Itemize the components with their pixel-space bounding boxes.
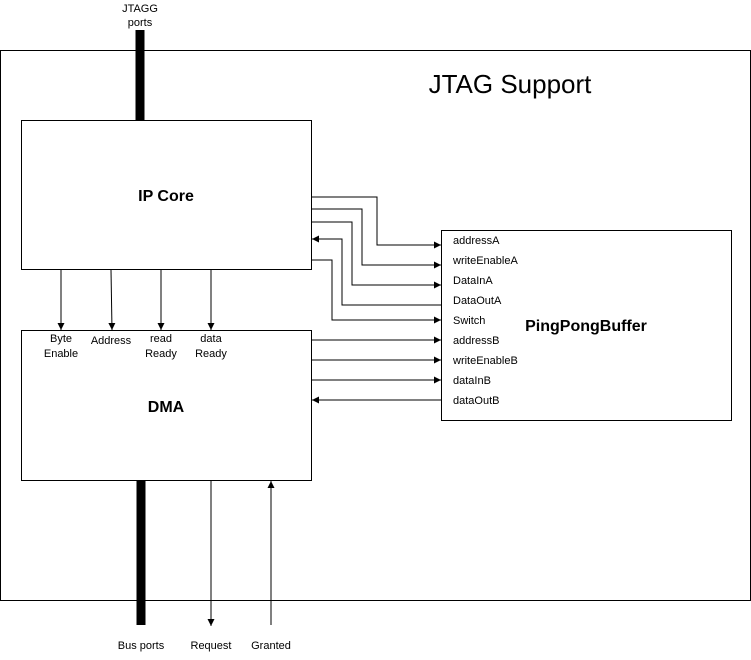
port-write-enable-a: writeEnableA xyxy=(452,255,518,267)
address-label: Address xyxy=(91,335,132,347)
switch-connector xyxy=(312,259,441,324)
pingpong-buffer-block xyxy=(441,230,732,421)
port-data-out-a: DataOutA xyxy=(453,295,502,307)
dma-label: DMA xyxy=(148,399,185,416)
data-ready-label-2: Ready xyxy=(195,348,227,360)
request-label: Request xyxy=(191,640,232,652)
port-data-in-a: DataInA xyxy=(453,275,493,287)
port-address-a: addressA xyxy=(453,235,500,247)
granted-label: Granted xyxy=(251,640,291,652)
data-out-a-connector xyxy=(312,235,441,306)
address-arrow xyxy=(108,269,116,331)
write-enable-a-connector xyxy=(312,208,441,269)
pingpong-buffer-label: PingPongBuffer xyxy=(525,318,647,335)
ip-core-block xyxy=(21,120,312,270)
port-write-enable-b: writeEnableB xyxy=(452,355,518,367)
diagram-title: JTAG Support xyxy=(429,69,593,99)
bus-ports-label: Bus ports xyxy=(118,640,165,652)
port-data-in-b: dataInB xyxy=(453,375,491,387)
byte-enable-label-2: Enable xyxy=(44,348,78,360)
port-switch: Switch xyxy=(453,315,485,327)
jtag-ports-label: JTAGG xyxy=(122,3,158,15)
port-data-out-b: dataOutB xyxy=(453,395,499,407)
read-ready-label: read xyxy=(150,333,172,345)
ip-core-label: IP Core xyxy=(138,188,194,205)
jtag-ports-label-2: ports xyxy=(128,17,153,29)
data-in-a-connector xyxy=(312,221,441,289)
byte-enable-label: Byte xyxy=(50,333,72,345)
data-ready-label: data xyxy=(200,333,222,345)
read-ready-label-2: Ready xyxy=(145,348,177,360)
port-address-b: addressB xyxy=(453,335,499,347)
dma-block xyxy=(21,330,312,481)
address-a-connector xyxy=(312,196,441,249)
